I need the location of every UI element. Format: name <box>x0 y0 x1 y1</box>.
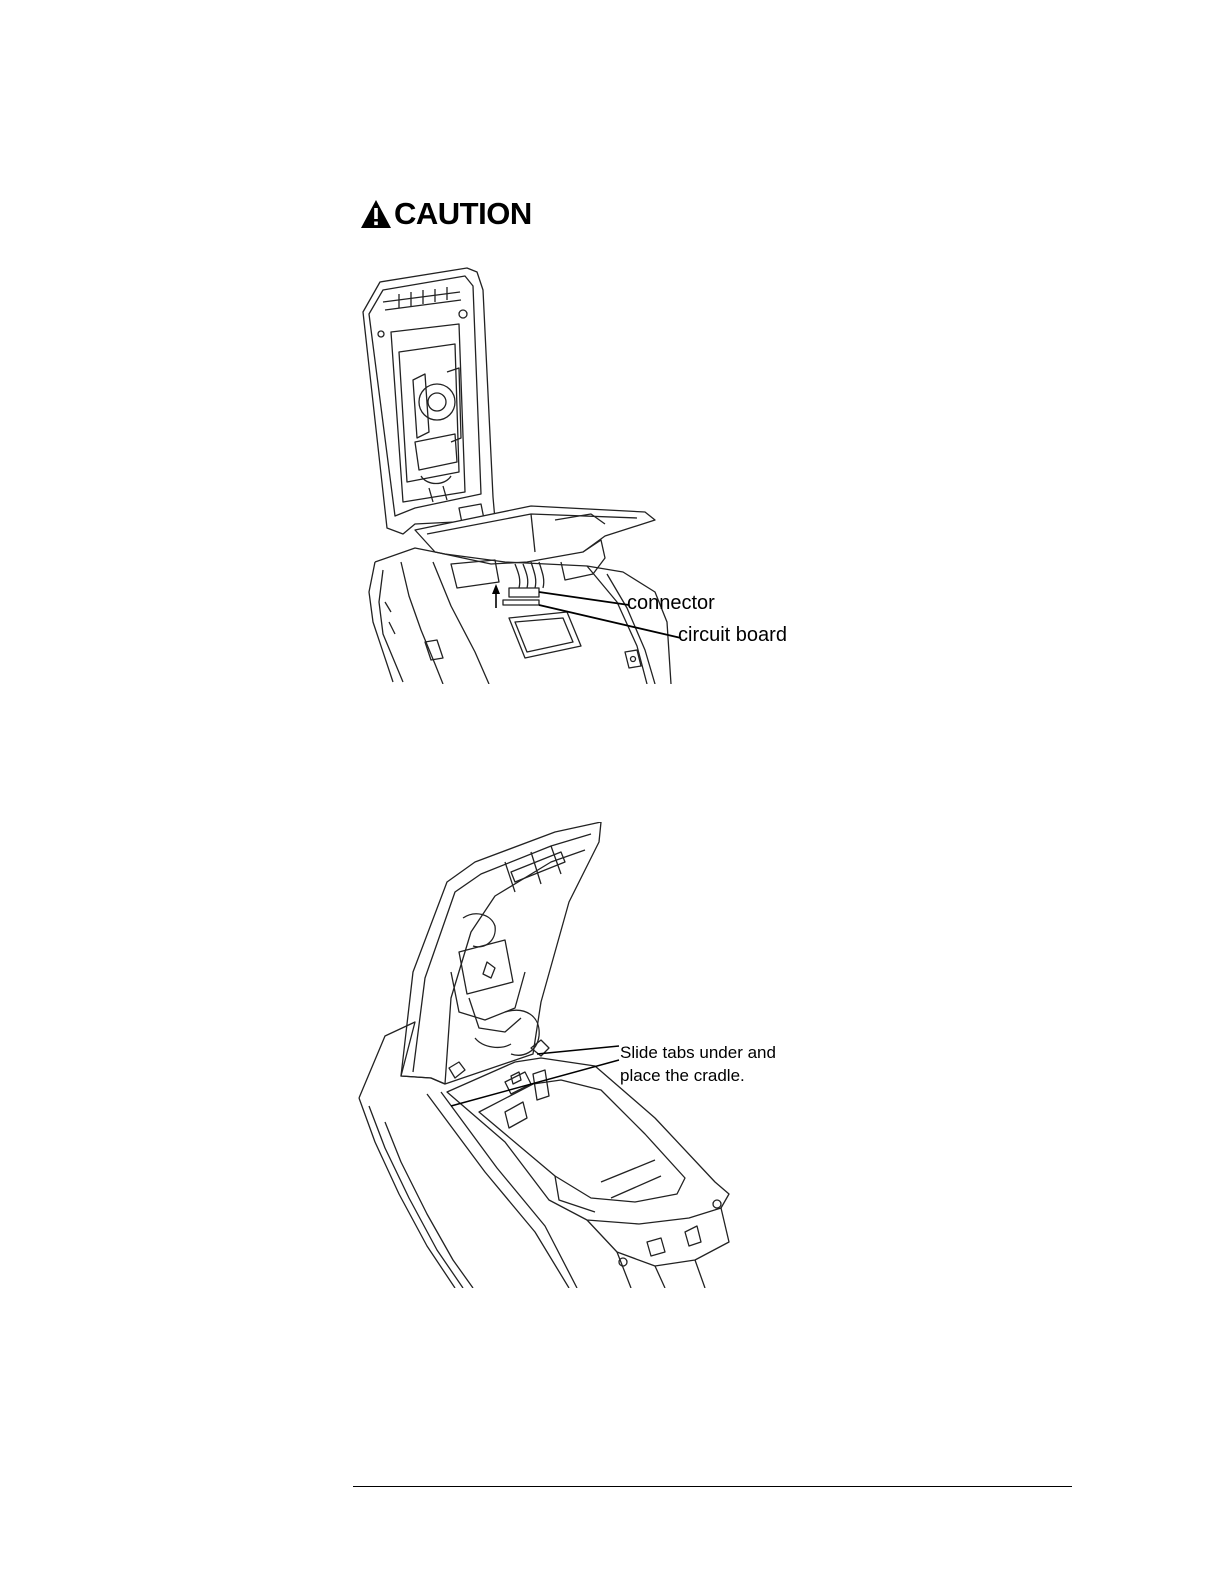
figure-cradle-diagram: Slide tabs under and place the cradle. <box>355 822 815 1288</box>
circuit-board-callout: circuit board <box>678 624 787 647</box>
cradle-callout-line1: Slide tabs under and <box>620 1042 776 1064</box>
caution-heading: CAUTION <box>360 196 532 232</box>
caution-label: CAUTION <box>394 196 532 232</box>
warning-triangle-icon <box>360 199 392 229</box>
connector-callout: connector <box>627 592 715 615</box>
cradle-callout-line2: place the cradle. <box>620 1065 745 1087</box>
figure-connector-diagram: connector circuit board <box>355 262 785 684</box>
footer-divider <box>353 1486 1072 1487</box>
